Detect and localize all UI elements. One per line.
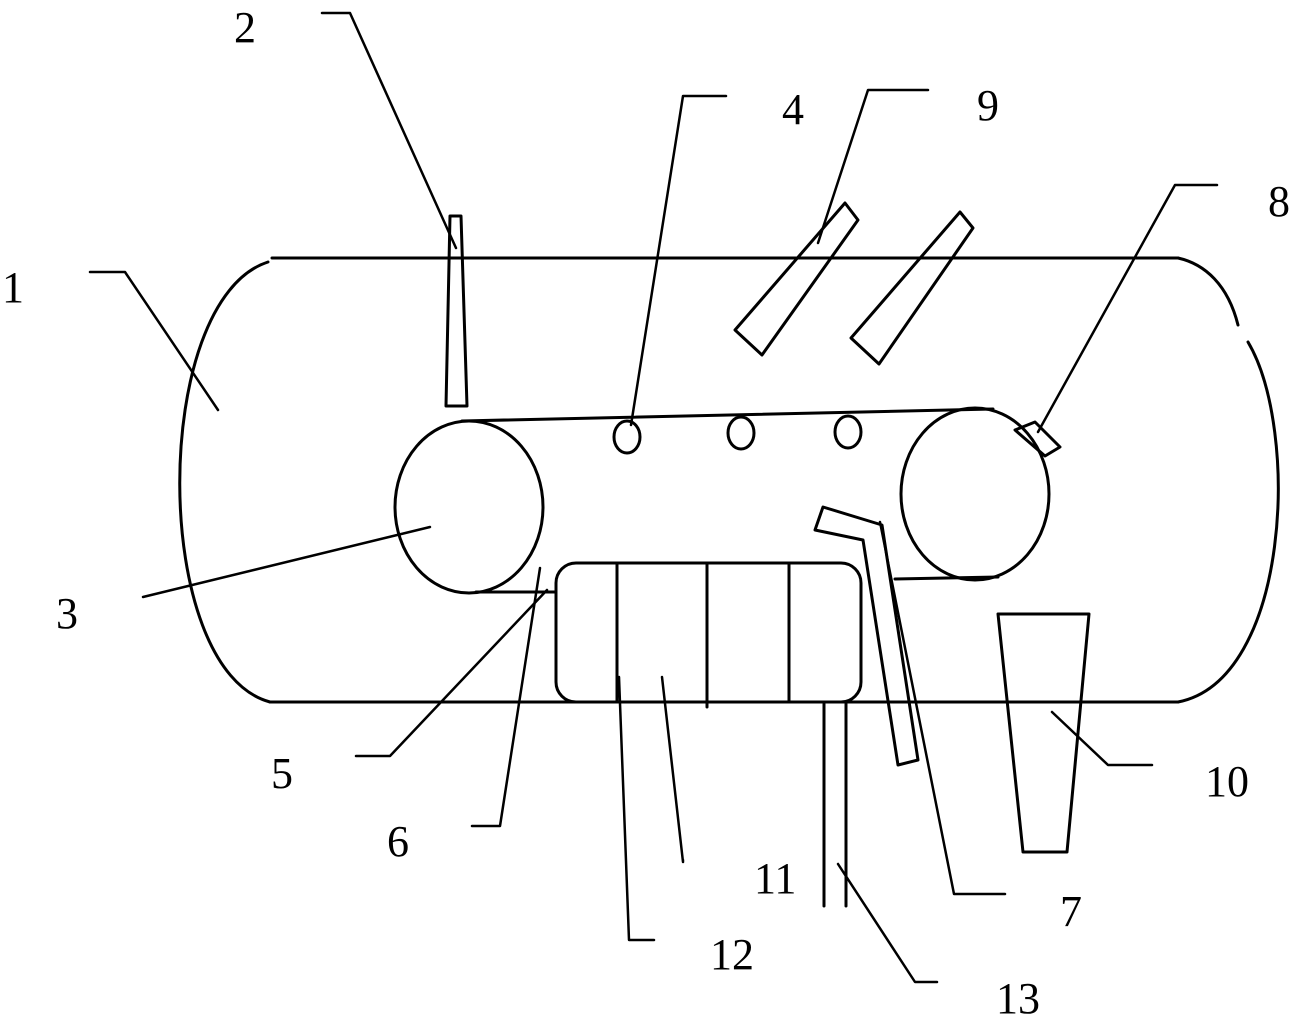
conveyor <box>393 406 1051 595</box>
part-7-deflector <box>813 505 920 767</box>
leader-2 <box>320 11 458 250</box>
part-9-chute-left <box>733 201 860 357</box>
part-4-hole-2 <box>726 415 756 451</box>
part-12-tank <box>554 561 863 709</box>
label-1: 1 <box>2 263 24 312</box>
leader-6 <box>470 566 542 828</box>
leader-5 <box>354 588 549 758</box>
leader-9 <box>816 88 930 245</box>
leader-13 <box>836 862 939 984</box>
housing-left-end <box>178 260 272 704</box>
part-8-scraper <box>1013 420 1062 458</box>
label-3: 3 <box>56 589 78 638</box>
label-5: 5 <box>271 749 293 798</box>
label-7: 7 <box>1060 887 1082 936</box>
label-8: 8 <box>1268 177 1290 226</box>
leader-7 <box>878 520 1007 896</box>
label-6: 6 <box>387 817 409 866</box>
label-12: 12 <box>710 930 754 979</box>
part-10-hopper <box>996 612 1091 854</box>
part-4-hole-3 <box>833 414 863 450</box>
part-9-chute-right <box>849 210 975 366</box>
housing <box>178 256 1280 704</box>
leader-1 <box>88 270 220 412</box>
label-10: 10 <box>1205 757 1249 806</box>
leader-12-tank <box>660 675 685 864</box>
leader-12 <box>617 675 656 942</box>
part-4-hole-1 <box>612 419 642 455</box>
leader-10 <box>1050 710 1154 767</box>
label-9: 9 <box>977 81 999 130</box>
housing-right-end-upper <box>1176 256 1240 327</box>
belt-bottom-right <box>893 575 1000 581</box>
label-11: 11 <box>754 854 797 903</box>
right-roller <box>899 406 1051 582</box>
leader-4 <box>629 94 728 427</box>
part-2-nozzle <box>444 214 469 408</box>
label-2: 2 <box>234 3 256 52</box>
leader-lines <box>88 11 1219 984</box>
part-3-left-roller <box>393 419 545 595</box>
label-13: 13 <box>996 974 1040 1023</box>
belt-top <box>460 407 995 423</box>
housing-right-end-lower <box>1176 340 1280 704</box>
leader-8 <box>1036 183 1219 434</box>
label-4: 4 <box>782 85 804 134</box>
leader-3 <box>141 525 432 599</box>
